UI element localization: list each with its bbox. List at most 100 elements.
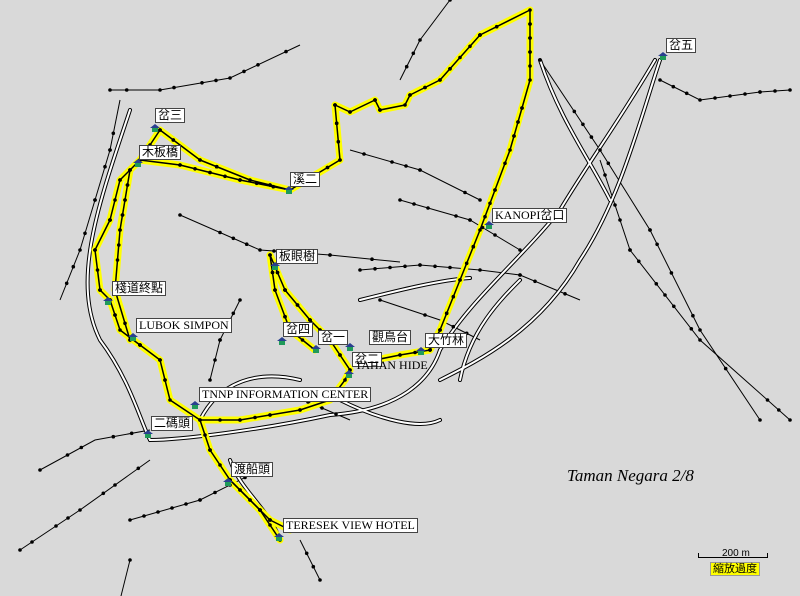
place-label-xi-er[interactable]: 溪二 xyxy=(290,172,321,187)
track-point-dot xyxy=(373,267,377,271)
track-point-dot xyxy=(172,85,176,90)
track-point-dot xyxy=(156,510,160,514)
track-point-dot xyxy=(30,540,34,544)
track-point-dot xyxy=(113,313,117,317)
place-marker-icon[interactable] xyxy=(416,347,426,355)
track-point-dot xyxy=(671,84,676,89)
track-point-dot xyxy=(304,551,309,556)
place-label-bamboo-forest[interactable]: 大竹林 xyxy=(425,333,468,348)
track-point-dot xyxy=(113,483,117,487)
place-marker-icon[interactable] xyxy=(311,345,321,353)
place-marker-icon[interactable] xyxy=(345,343,355,351)
place-marker-icon[interactable] xyxy=(484,221,494,229)
track-point-dot xyxy=(115,258,120,262)
track-point-dot xyxy=(438,78,442,82)
track-point-dot xyxy=(118,228,122,232)
place-marker-icon[interactable] xyxy=(270,262,280,270)
track-point-dot xyxy=(54,524,58,528)
place-marker-icon[interactable] xyxy=(150,124,160,132)
track-point-dot xyxy=(283,288,287,292)
track-point-dot xyxy=(111,434,116,439)
track-point-dot xyxy=(613,203,617,207)
track-point-dot xyxy=(334,121,339,126)
map-title: Taman Negara 2/8 xyxy=(567,466,694,485)
track-point-dot xyxy=(648,228,652,232)
track-point-dot xyxy=(689,327,694,331)
place-label-boardwalk-end[interactable]: 棧道終點 xyxy=(112,281,167,296)
track-point-dot xyxy=(512,134,516,138)
track-point-dot xyxy=(108,148,112,152)
track-point-dot xyxy=(464,261,469,266)
place-marker-icon[interactable] xyxy=(344,370,354,378)
place-label-teresek-view-hotel[interactable]: TERESEK VIEW HOTEL xyxy=(283,518,418,533)
track-point-dot xyxy=(743,92,747,96)
place-label-tnnp-information-center[interactable]: TNNP INFORMATION CENTER xyxy=(199,387,372,402)
track-point-dot xyxy=(158,358,162,362)
track-point-dot xyxy=(213,358,217,362)
track-point-dot xyxy=(120,213,125,217)
track-point-dot xyxy=(271,184,276,189)
track-point-dot xyxy=(238,178,242,182)
track-point-dot xyxy=(300,338,305,342)
track-point-dot xyxy=(334,412,338,416)
track-point-dot xyxy=(198,498,202,502)
place-label-cha-san[interactable]: 岔三 xyxy=(155,108,186,123)
place-marker-icon[interactable] xyxy=(277,337,287,345)
track-point-dot xyxy=(248,178,252,182)
track-point-dot xyxy=(65,453,70,457)
track-point-dot xyxy=(218,230,222,235)
place-label-wooden-bridge[interactable]: 木板橋 xyxy=(139,145,182,160)
place-label-tahan-hide[interactable]: TAHAN HIDE xyxy=(355,358,428,372)
place-marker-icon[interactable] xyxy=(223,478,233,486)
place-label-second-jetty[interactable]: 二碼頭 xyxy=(151,416,194,431)
track-point-dot xyxy=(125,183,130,187)
track-point-dot xyxy=(418,168,422,172)
place-label-bird-hide[interactable]: 觀鳥台 xyxy=(369,330,412,345)
place-marker-icon[interactable] xyxy=(190,401,200,409)
place-marker-icon[interactable] xyxy=(103,297,113,305)
track-point-dot xyxy=(684,91,689,96)
track-point-dot xyxy=(325,165,330,170)
place-marker-icon[interactable] xyxy=(133,159,143,167)
place-marker-icon[interactable] xyxy=(658,52,668,60)
place-label-cha-er[interactable]: 岔二 xyxy=(352,352,383,367)
track-point-dot xyxy=(713,96,717,100)
track-point-dot xyxy=(336,139,341,144)
track-point-dot xyxy=(404,164,408,168)
place-marker-icon[interactable] xyxy=(274,533,284,541)
track-point-dot xyxy=(520,106,524,110)
track-point-dot xyxy=(533,279,537,284)
place-marker-icon[interactable] xyxy=(143,430,153,438)
place-label-cha-si[interactable]: 岔四 xyxy=(283,322,314,337)
track-point-dot xyxy=(788,418,792,422)
track-point-dot xyxy=(773,89,777,93)
zoom-status-label[interactable]: 縮放過度 xyxy=(710,562,760,576)
track-point-dot xyxy=(108,88,112,92)
track-point-dot xyxy=(308,318,312,322)
scale-label: 200 m xyxy=(722,548,750,559)
place-label-lubok-simpon[interactable]: LUBOK SIMPON xyxy=(136,318,232,333)
place-label-cha-wu[interactable]: 岔五 xyxy=(666,38,697,53)
track-point-dot xyxy=(493,233,497,237)
track-point-dot xyxy=(78,248,82,252)
place-label-ferry-jetty[interactable]: 渡船頭 xyxy=(231,462,274,477)
place-marker-icon[interactable] xyxy=(284,186,294,194)
place-marker-icon[interactable] xyxy=(128,333,138,341)
place-label-cha-yi[interactable]: 岔一 xyxy=(318,330,349,345)
track-point-dot xyxy=(93,248,97,252)
track-point-dot xyxy=(691,313,695,318)
track-point-dot xyxy=(448,265,452,270)
track-point-dot xyxy=(228,76,232,80)
place-label-kanopi-junction[interactable]: KANOPI岔口 xyxy=(492,208,568,223)
track-point-dot xyxy=(637,259,641,264)
track-point-dot xyxy=(275,270,280,275)
track-point-dot xyxy=(528,50,532,54)
track-point-dot xyxy=(214,78,218,83)
track-point-dot xyxy=(411,51,416,56)
track-point-dot xyxy=(478,228,482,232)
place-label-plank-tree[interactable]: 板眼樹 xyxy=(276,249,319,264)
track-point-dot xyxy=(242,69,246,74)
track-point-dot xyxy=(213,490,217,495)
track-point-dot xyxy=(238,488,242,492)
